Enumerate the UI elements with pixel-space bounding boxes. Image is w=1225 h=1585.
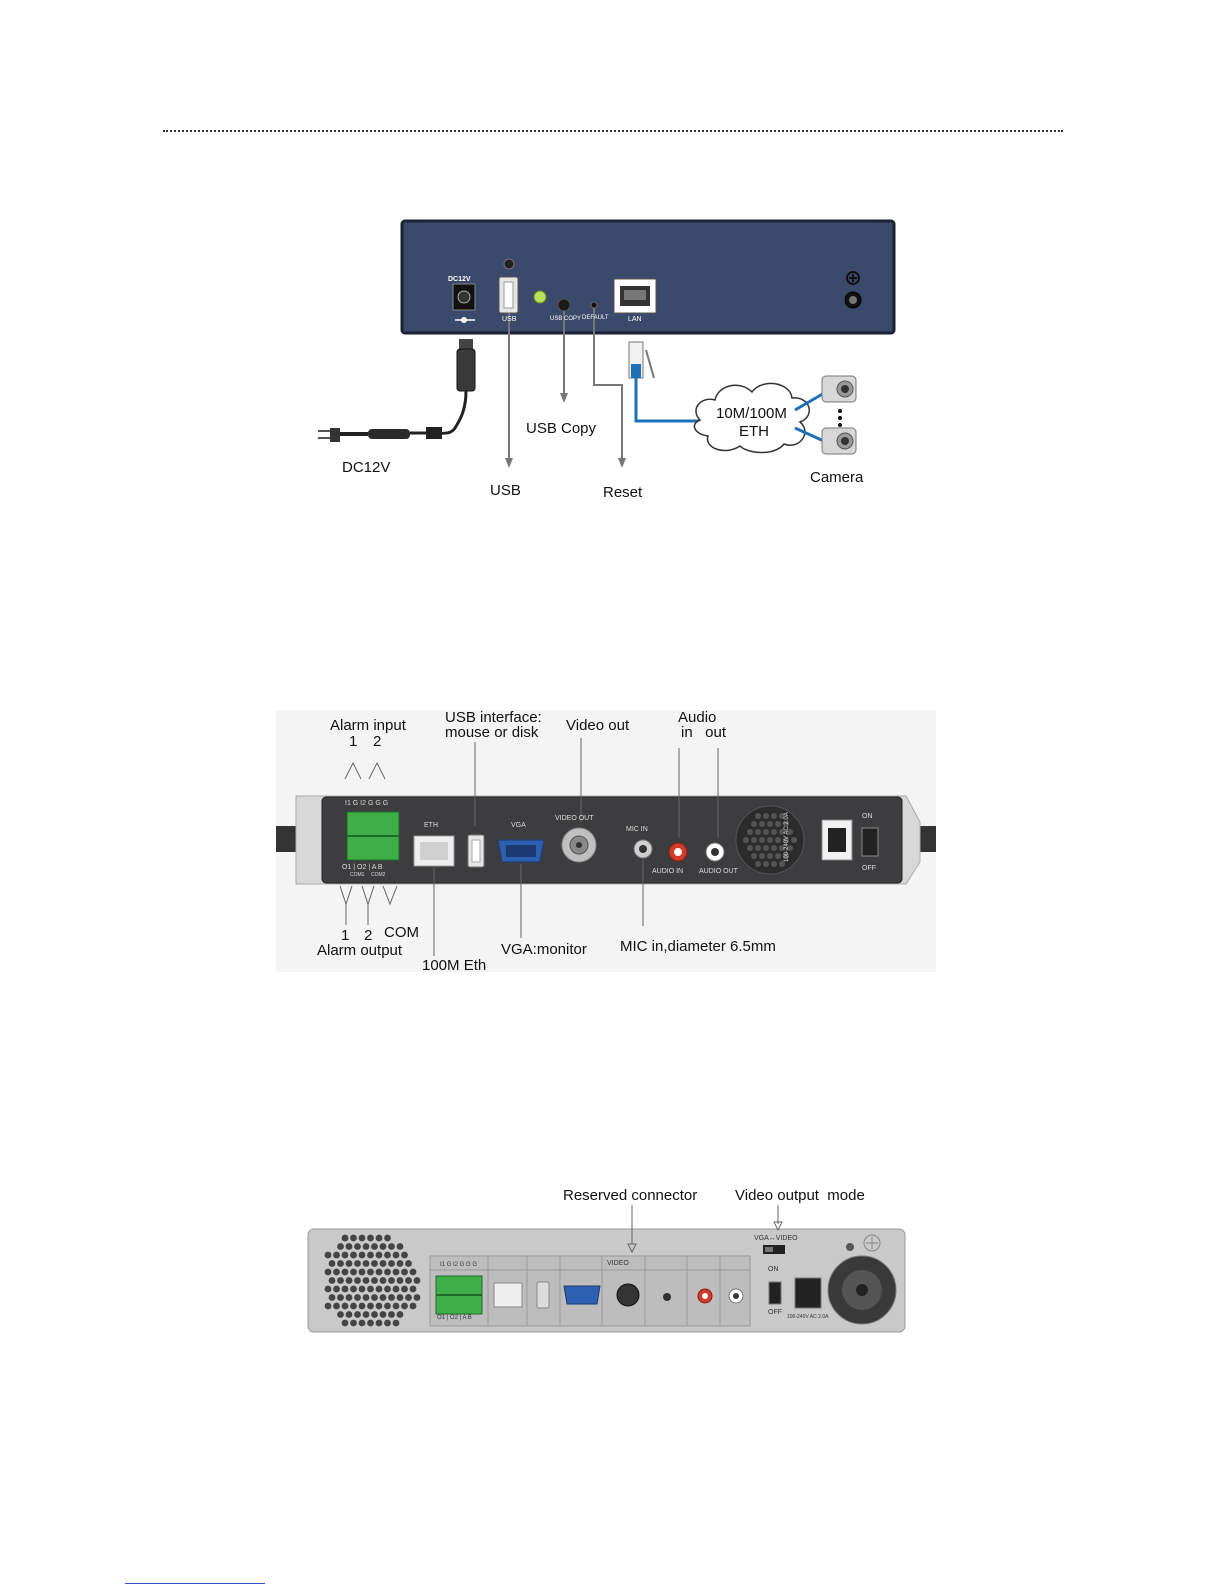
- panel-label-default: DEFAULT: [582, 315, 609, 321]
- vent-grill: [324, 1234, 421, 1327]
- callout-usb-interface: USB interface:: [445, 709, 542, 726]
- callout-mic-in: MIC in,diameter 6.5mm: [620, 938, 776, 955]
- callout-alarm-output-1: 1: [341, 927, 350, 944]
- vga-port-3: [563, 1285, 601, 1305]
- panel-label-video-out: VIDEO OUT: [555, 815, 594, 822]
- panel-label-off: OFF: [862, 865, 876, 872]
- reserved-connector: [616, 1283, 640, 1307]
- callout-video-output-mode: Video output mode: [735, 1187, 865, 1204]
- nvr-panel: [400, 219, 896, 335]
- callout-alarm-output-2: 2: [364, 927, 373, 944]
- dc-plug: [459, 339, 473, 349]
- callout-alarm-input-2: 2: [373, 733, 382, 750]
- callout-com: COM: [384, 924, 419, 941]
- panel3-label-video: VIDEO: [607, 1260, 629, 1267]
- com-lines: [382, 885, 398, 906]
- panel-label-dc12v: DC12V: [448, 276, 471, 283]
- video-mode-switch: [763, 1245, 785, 1254]
- camera-link-1: [794, 390, 827, 412]
- screw-icon: [503, 258, 515, 270]
- camera-link-2: [794, 426, 827, 444]
- status-led: [533, 290, 547, 304]
- callout-audio: Audio: [678, 709, 717, 726]
- camera-icon-1: [821, 375, 857, 403]
- callout-100m-eth: 100M Eth: [422, 957, 487, 974]
- panel-label-audio-in: AUDIO IN: [652, 868, 684, 875]
- callout-alarm-output: Alarm output: [317, 942, 403, 959]
- left-mount: [276, 826, 296, 852]
- panel3-label-on: ON: [768, 1266, 779, 1273]
- panel3-label-outputs: O1 | O2 | A B: [437, 1315, 472, 1321]
- panel-label-mic-in: MIC IN: [626, 826, 648, 833]
- panel3-label-inputs: I1 G I2 G G G: [440, 1262, 478, 1268]
- callout-reset: Reset: [603, 484, 643, 501]
- camera-icon-2: [821, 427, 857, 455]
- right-mount: [920, 826, 936, 852]
- callout-vga-monitor: VGA:monitor: [501, 941, 587, 958]
- panel3-label-off: OFF: [768, 1309, 782, 1316]
- mic-jack-3: [663, 1293, 671, 1301]
- usb-port-3: [536, 1281, 550, 1309]
- lan-cable: [634, 378, 700, 423]
- header-rule: [163, 130, 1063, 132]
- callout-usb: USB: [490, 482, 521, 499]
- panel-label-usb: USB: [502, 316, 517, 323]
- panel3-label-vga-video: VGA↔VIDEO: [754, 1235, 798, 1242]
- panel-label-audio-out: AUDIO OUT: [699, 868, 738, 875]
- alarm-input-1-lines: [344, 761, 362, 780]
- cloud-label-eth: ETH: [739, 423, 769, 440]
- eth-port-3: [493, 1282, 523, 1308]
- network-cloud: [693, 382, 810, 454]
- callout-reserved-connector: Reserved connector: [563, 1187, 698, 1204]
- callout-alarm-input-1: 1: [349, 733, 358, 750]
- panel-label-outputs: O1 | O2 | A B: [342, 864, 383, 871]
- callout-usb-interface-detail: mouse or disk: [445, 724, 539, 741]
- ground-icon-3: [863, 1234, 881, 1252]
- power-switch: [861, 827, 879, 857]
- power-inlet-3: [794, 1277, 822, 1309]
- reset-arrow: [593, 308, 623, 463]
- power-adapter: [368, 429, 410, 439]
- mains-plug: [330, 428, 340, 442]
- panel-label-lan: LAN: [628, 316, 642, 323]
- ground-icon: [846, 271, 860, 285]
- callout-camera: Camera: [810, 469, 864, 486]
- panel-label-on: ON: [862, 813, 873, 820]
- panel-label-com1: COM1: [350, 872, 365, 878]
- callout-video-out: Video out: [566, 717, 630, 734]
- panel-label-usb-copy: USB COPY: [550, 316, 582, 322]
- panel-label-eth: ETH: [424, 822, 438, 829]
- cloud-label-speed: 10M/100M: [716, 405, 787, 422]
- callout-alarm-input: Alarm input: [330, 717, 406, 734]
- power-switch-3: [768, 1281, 782, 1305]
- callout-audio-in-out: in out: [681, 724, 727, 741]
- panel3-label-power-rating: 100-240V AC 2.0A: [787, 1314, 829, 1320]
- panel-label-com2: COM2: [371, 872, 386, 878]
- callout-dc12v: DC12V: [342, 459, 391, 476]
- footer-link-underline: [125, 1583, 265, 1584]
- panel-label-inputs: I1 G I2 G G G: [345, 800, 389, 807]
- callout-usb-copy: USB Copy: [526, 420, 597, 437]
- alarm-input-2-lines: [368, 761, 386, 780]
- panel-label-vga: VGA: [511, 822, 526, 829]
- led-3: [846, 1243, 854, 1251]
